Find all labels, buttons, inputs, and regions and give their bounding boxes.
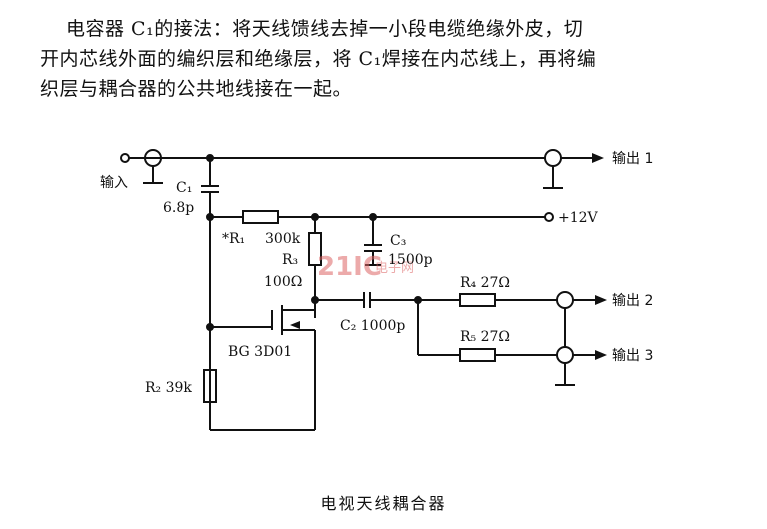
figure-caption: 电视天线耦合器: [320, 494, 447, 513]
label-r1-name: *R₁: [222, 231, 245, 247]
description-line-1: 电容器 C₁的接法：将天线馈线去掉一小段电缆绝缘外皮，切: [66, 18, 584, 40]
label-c3-value: 1500p: [388, 252, 433, 268]
label-c3-name: C₃: [390, 233, 406, 249]
label-c1-value: 6.8p: [163, 200, 194, 216]
supply-terminal: [544, 212, 554, 222]
label-r1-value: 300k: [265, 231, 301, 247]
label-input: 输入: [100, 175, 128, 191]
output3-arrow: [595, 350, 607, 360]
label-c2: C₂ 1000p: [340, 318, 405, 334]
label-transistor: BG 3D01: [228, 344, 292, 360]
label-r4: R₄ 27Ω: [460, 275, 510, 291]
output1-coax-connector: [544, 149, 562, 167]
output2-coax-connector: [556, 291, 574, 309]
label-output3: 输出 3: [612, 348, 653, 364]
label-output2: 输出 2: [612, 293, 653, 309]
output1-arrow: [592, 153, 604, 163]
label-r3-name: R₃: [282, 252, 298, 268]
resistor-r1: [242, 210, 279, 224]
resistor-r4: [459, 293, 496, 307]
watermark: 21IC 电子网: [317, 252, 414, 282]
label-r2: R₂ 39k: [145, 380, 192, 396]
output3-coax-connector: [556, 346, 574, 364]
svg-text:21IC: 21IC: [317, 252, 382, 282]
resistor-r5: [459, 348, 496, 362]
label-r3-value: 100Ω: [264, 274, 302, 290]
description-line-3: 织层与耦合器的公共地线接在一起。: [40, 78, 353, 100]
input-terminal: [120, 153, 130, 163]
description-line-2: 开内芯线外面的编织层和绝缘层，将 C₁焊接在内芯线上，再将编: [40, 48, 597, 70]
label-output1: 输出 1: [612, 151, 653, 167]
label-c1-name: C₁: [176, 180, 192, 196]
description-text: 电容器 C₁的接法：将天线馈线去掉一小段电缆绝缘外皮，切 开内芯线外面的编织层和…: [40, 14, 740, 104]
output2-arrow: [595, 295, 607, 305]
label-supply: +12V: [558, 210, 599, 226]
svg-text:电子网: 电子网: [375, 261, 414, 276]
label-r5: R₅ 27Ω: [460, 329, 510, 345]
resistor-r2: [203, 369, 217, 403]
